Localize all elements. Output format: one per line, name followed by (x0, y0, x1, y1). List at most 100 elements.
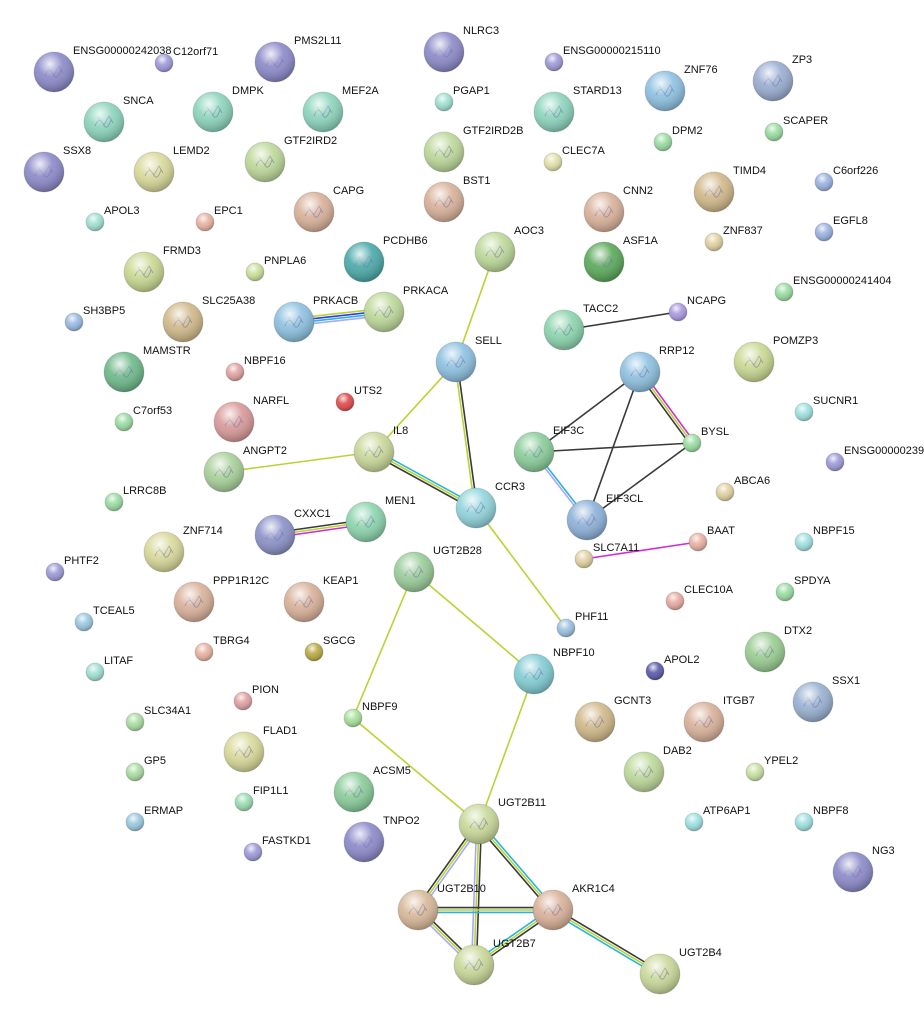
node-PRKACB[interactable]: PRKACB (273, 295, 358, 343)
edge-RRP12-EIF3CL[interactable] (586, 371, 641, 521)
node-NBPF15[interactable]: NBPF15 (794, 525, 855, 552)
node-CXXC1[interactable]: CXXC1 (254, 508, 331, 556)
node-CLEC10A[interactable]: CLEC10A (665, 584, 734, 611)
node-GP5[interactable]: GP5 (125, 755, 166, 782)
node-PHF11[interactable]: PHF11 (556, 611, 608, 638)
node-NARFL[interactable]: NARFL (213, 395, 289, 443)
node-SCAPER[interactable]: SCAPER (764, 115, 828, 142)
node-PRKACA[interactable]: PRKACA (363, 285, 449, 333)
node-UGT2B7[interactable]: UGT2B7 (453, 938, 536, 986)
node-APOL2[interactable]: APOL2 (645, 654, 699, 681)
node-ASF1A[interactable]: ASF1A (583, 235, 659, 283)
node-ITGB7[interactable]: ITGB7 (683, 695, 755, 743)
node-TBRG4[interactable]: TBRG4 (194, 635, 250, 662)
node-LEMD2[interactable]: LEMD2 (133, 145, 210, 193)
node-ZNF837[interactable]: ZNF837 (704, 225, 763, 252)
node-DTX2[interactable]: DTX2 (744, 625, 812, 673)
node-AOC3[interactable]: AOC3 (474, 225, 544, 273)
edge-IL8-ANGPT2[interactable] (223, 451, 375, 473)
node-UGT2B11[interactable]: UGT2B11 (458, 797, 546, 845)
edge-AKR1C4-UGT2B4[interactable] (551, 907, 662, 977)
edge-UGT2B28-NBPF10[interactable] (413, 571, 535, 675)
node-DMPK[interactable]: DMPK (192, 85, 264, 133)
node-NBPF9[interactable]: NBPF9 (343, 701, 397, 728)
node-FRMD3[interactable]: FRMD3 (123, 245, 201, 293)
node-SNCA[interactable]: SNCA (83, 95, 154, 143)
node-SGCG[interactable]: SGCG (304, 635, 355, 662)
node-ENSG00000215110[interactable]: ENSG00000215110 (544, 45, 661, 72)
node-PION[interactable]: PION (233, 684, 279, 711)
node-SUCNR1[interactable]: SUCNR1 (794, 395, 858, 422)
node-EGFL8[interactable]: EGFL8 (814, 215, 868, 242)
node-SLC25A38[interactable]: SLC25A38 (162, 295, 255, 343)
node-ZNF714[interactable]: ZNF714 (143, 525, 223, 573)
node-SSX1[interactable]: SSX1 (792, 675, 860, 723)
node-CLEC7A[interactable]: CLEC7A (543, 145, 605, 172)
node-BYSL[interactable]: BYSL (682, 426, 729, 453)
node-RRP12[interactable]: RRP12 (619, 345, 694, 393)
node-NBPF8[interactable]: NBPF8 (794, 805, 848, 832)
node-UGT2B10[interactable]: UGT2B10 (397, 883, 486, 931)
node-LITAF[interactable]: LITAF (85, 655, 133, 682)
node-SSX8[interactable]: SSX8 (23, 145, 91, 193)
node-UGT2B28[interactable]: UGT2B28 (393, 545, 482, 593)
node-KEAP1[interactable]: KEAP1 (283, 575, 358, 623)
node-CAPG[interactable]: CAPG (293, 185, 364, 233)
node-BST1[interactable]: BST1 (423, 175, 491, 223)
node-NLRC3[interactable]: NLRC3 (423, 25, 499, 73)
node-TNPO2[interactable]: TNPO2 (343, 815, 420, 863)
node-NBPF10[interactable]: NBPF10 (513, 647, 595, 695)
node-TIMD4[interactable]: TIMD4 (693, 165, 766, 213)
node-EIF3C[interactable]: EIF3C (513, 425, 584, 473)
node-POMZP3[interactable]: POMZP3 (733, 335, 818, 383)
edge-RRP12-EIF3C[interactable] (533, 371, 641, 453)
node-ENSG00000239[interactable]: ENSG00000239 (825, 445, 924, 472)
node-DAB2[interactable]: DAB2 (623, 745, 692, 793)
node-ATP6AP1[interactable]: ATP6AP1 (684, 805, 751, 832)
node-SLC7A11[interactable]: SLC7A11 (574, 542, 639, 569)
node-ACSM5[interactable]: ACSM5 (333, 765, 411, 813)
node-SH3BP5[interactable]: SH3BP5 (64, 305, 125, 332)
node-IL8[interactable]: IL8 (353, 425, 408, 473)
node-FASTKD1[interactable]: FASTKD1 (243, 835, 311, 862)
node-GTF2IRD2[interactable]: GTF2IRD2 (244, 135, 337, 183)
node-BAAT[interactable]: BAAT (688, 525, 735, 552)
edge-UGT2B10-AKR1C4[interactable] (418, 906, 553, 914)
node-PMS2L11[interactable]: PMS2L11 (254, 35, 342, 83)
node-UTS2[interactable]: UTS2 (335, 385, 382, 412)
node-STARD13[interactable]: STARD13 (533, 85, 622, 133)
node-UGT2B4[interactable]: UGT2B4 (639, 947, 722, 995)
edge-NBPF9-UGT2B11[interactable] (352, 717, 480, 825)
node-SPDYA[interactable]: SPDYA (775, 575, 831, 602)
node-SELL[interactable]: SELL (435, 335, 502, 383)
edge-CCR3-PHF11[interactable] (475, 507, 567, 629)
node-SLC34A1[interactable]: SLC34A1 (125, 705, 191, 732)
node-NBPF16[interactable]: NBPF16 (225, 355, 286, 382)
edge-SLC7A11-BAAT[interactable] (583, 541, 699, 560)
node-C12orf71[interactable]: C12orf71 (154, 46, 218, 73)
node-MAMSTR[interactable]: MAMSTR (103, 345, 191, 393)
node-AKR1C4[interactable]: AKR1C4 (532, 883, 615, 931)
node-EPC1[interactable]: EPC1 (195, 205, 243, 232)
node-TCEAL5[interactable]: TCEAL5 (74, 605, 135, 632)
node-ENSG00000242038[interactable]: ENSG00000242038 (33, 45, 171, 93)
node-PPP1R12C[interactable]: PPP1R12C (173, 575, 269, 623)
edge-SELL-IL8[interactable] (373, 361, 457, 453)
node-ZNF76[interactable]: ZNF76 (644, 64, 718, 112)
node-MEN1[interactable]: MEN1 (345, 495, 416, 543)
node-EIF3CL[interactable]: EIF3CL (566, 493, 643, 541)
node-FLAD1[interactable]: FLAD1 (223, 725, 297, 773)
node-FIP1L1[interactable]: FIP1L1 (234, 785, 288, 812)
node-CCR3[interactable]: CCR3 (455, 481, 525, 529)
node-ABCA6[interactable]: ABCA6 (715, 475, 770, 502)
node-YPEL2[interactable]: YPEL2 (745, 755, 798, 782)
node-PCDHB6[interactable]: PCDHB6 (343, 235, 428, 283)
node-ZP3[interactable]: ZP3 (752, 54, 812, 102)
node-C7orf53[interactable]: C7orf53 (114, 405, 172, 432)
node-NG3[interactable]: NG3 (832, 845, 895, 893)
node-PHTF2[interactable]: PHTF2 (45, 555, 99, 582)
node-PNPLA6[interactable]: PNPLA6 (245, 255, 306, 282)
node-NCAPG[interactable]: NCAPG (668, 295, 726, 322)
node-PGAP1[interactable]: PGAP1 (434, 85, 490, 112)
node-TACC2[interactable]: TACC2 (543, 303, 618, 351)
